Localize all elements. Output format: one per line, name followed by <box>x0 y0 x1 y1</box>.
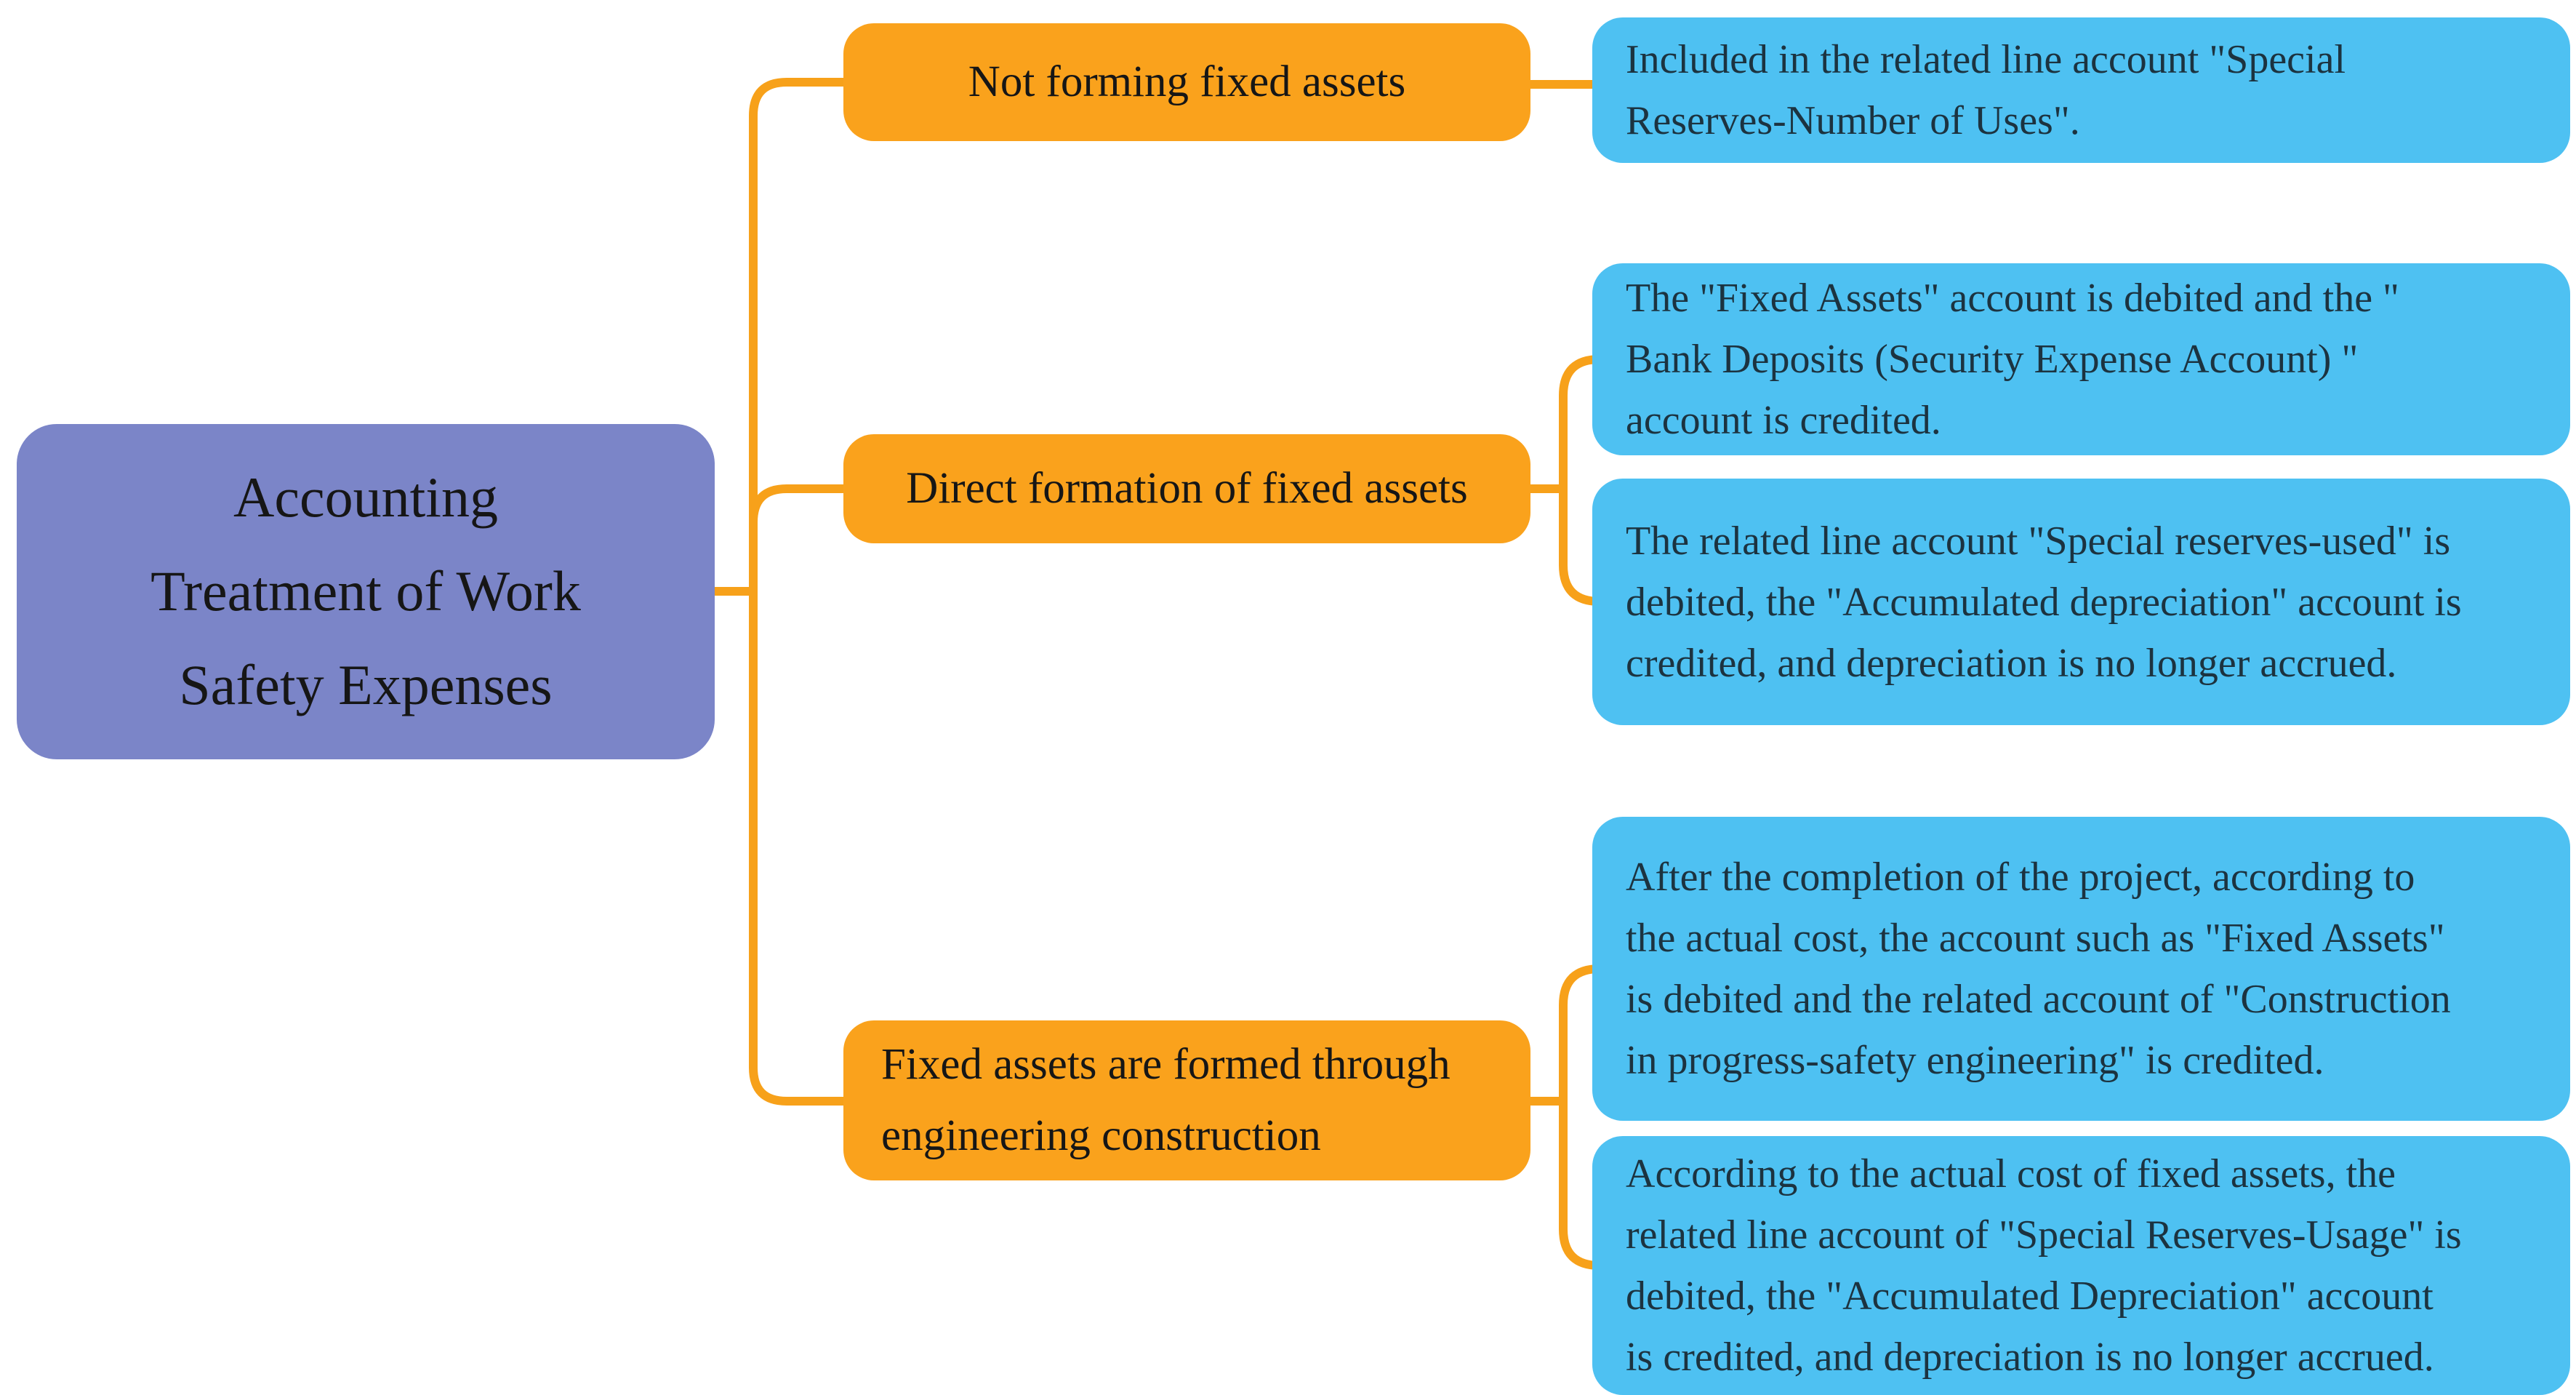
leaf-node-text: Included in the related line account "Sp… <box>1626 37 2346 143</box>
branch-node-not-forming-fixed-assets: Not forming fixed assets <box>843 23 1530 141</box>
connector-branch2-bracket <box>1559 355 1600 606</box>
root-node-label: Accounting Treatment of Work Safety Expe… <box>151 465 581 716</box>
connector-branch2-elbow <box>749 484 851 523</box>
leaf-node-special-reserves-uses: Included in the related line account "Sp… <box>1592 17 2570 163</box>
leaf-node-text: The "Fixed Assets" account is debited an… <box>1626 276 2399 443</box>
leaf-node-construction-in-progress: After the completion of the project, acc… <box>1592 817 2570 1121</box>
leaf-node-special-reserves-usage: According to the actual cost of fixed as… <box>1592 1136 2570 1395</box>
leaf-node-text: According to the actual cost of fixed as… <box>1626 1151 2462 1380</box>
connector-trunk <box>749 78 851 1106</box>
connector-branch3-bracket <box>1559 964 1600 1270</box>
branch-node-label: Direct formation of fixed assets <box>906 464 1468 513</box>
branch-node-direct-formation: Direct formation of fixed assets <box>843 434 1530 543</box>
branch-node-label: Fixed assets are formed through engineer… <box>881 1040 1450 1160</box>
leaf-node-text: After the completion of the project, acc… <box>1626 855 2451 1083</box>
leaf-node-special-reserves-used: The related line account "Special reserv… <box>1592 479 2570 725</box>
leaf-node-fixed-assets-debited: The "Fixed Assets" account is debited an… <box>1592 263 2570 455</box>
branch-node-engineering-construction: Fixed assets are formed through engineer… <box>843 1020 1530 1180</box>
leaf-node-text: The related line account "Special reserv… <box>1626 518 2462 686</box>
branch-node-label: Not forming fixed assets <box>968 57 1406 106</box>
root-node: Accounting Treatment of Work Safety Expe… <box>17 424 715 759</box>
